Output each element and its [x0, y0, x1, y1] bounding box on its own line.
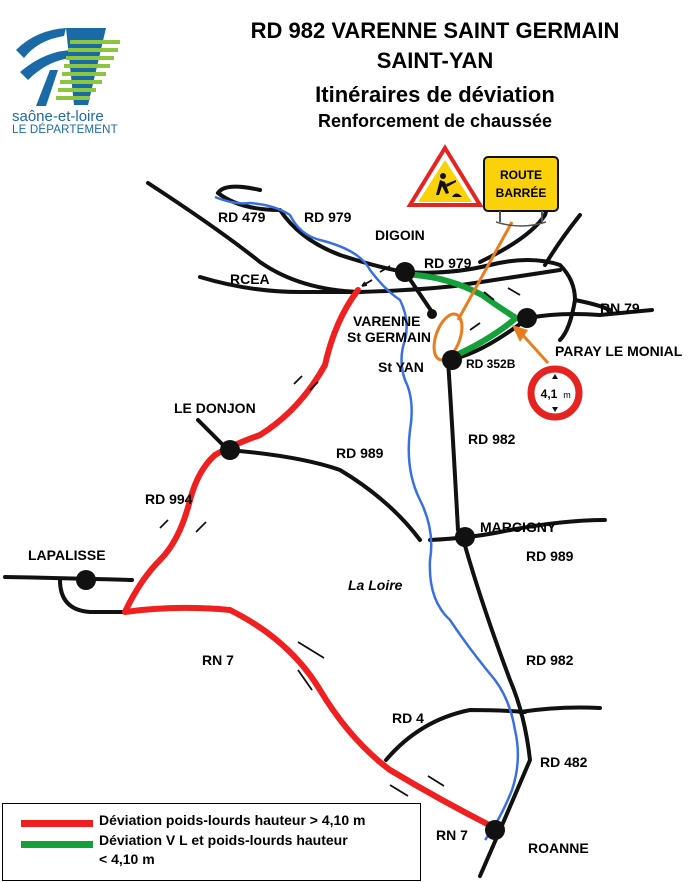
logo-subname: LE DÉPARTEMENT — [12, 124, 118, 136]
legend-red-swatch — [21, 820, 93, 827]
label-rn7-south: RN 7 — [436, 827, 468, 843]
road-rd982-north — [446, 358, 464, 537]
label-st-yan: St YAN — [378, 359, 424, 375]
legend-green-swatch — [21, 841, 93, 848]
marker-le-donjon — [220, 440, 240, 460]
road-north-east2 — [543, 213, 582, 267]
road-rd482 — [518, 705, 602, 714]
label-rd479: RD 479 — [218, 209, 266, 225]
label-rd482: RD 482 — [540, 754, 588, 770]
title-town: SAINT-YAN — [376, 48, 494, 73]
road-rd479 — [216, 184, 262, 195]
road-north-east — [573, 298, 612, 312]
marker-roanne — [485, 820, 505, 840]
closure-arrowhead — [512, 325, 528, 342]
route-barree-line1: ROUTE — [500, 168, 542, 182]
road-north-loop — [478, 203, 550, 264]
road-rd979-west — [216, 191, 407, 274]
road-rd989-west — [226, 448, 422, 542]
marker-st-yan — [442, 350, 462, 370]
roadworks-sign — [406, 144, 484, 207]
legend-green-label-2: < 4,10 m — [99, 851, 155, 867]
logo-name: saône-et-loire — [12, 108, 104, 125]
label-digoin: DIGOIN — [375, 227, 425, 243]
legend-green-label-1: Déviation V L et poids-lourds hauteur — [99, 832, 348, 848]
place-labels: DIGOIN VARENNE St GERMAIN St YAN PARAY L… — [28, 227, 683, 856]
label-rd989-west: RD 989 — [336, 445, 384, 461]
title-detours: Itinéraires de déviation — [315, 82, 555, 107]
route-barree-sign: ROUTE BARRÉE — [483, 156, 559, 227]
label-le-donjon: LE DONJON — [174, 400, 256, 416]
height-limit-sign: 4,1 m — [527, 365, 583, 421]
label-rd994: RD 994 — [145, 491, 193, 507]
title-works: Renforcement de chaussée — [317, 111, 553, 131]
label-varenne-2: St GERMAIN — [347, 329, 431, 345]
height-limit-unit: m — [563, 390, 571, 400]
department-logo — [16, 28, 120, 106]
heavy-detour-route — [122, 287, 498, 831]
label-rd352b: RD 352B — [466, 357, 516, 371]
height-limit-value: 4,1 — [541, 387, 558, 401]
label-rd989-east: RD 989 — [526, 548, 574, 564]
map-legend: Déviation poids-lourds hauteur > 4,10 m … — [2, 803, 421, 881]
direction-arrows — [159, 265, 521, 797]
label-rd979-east: RD 979 — [424, 255, 472, 271]
label-marcigny: MARCIGNY — [480, 519, 557, 535]
logo-emblem — [16, 28, 120, 106]
label-roanne: ROANNE — [528, 840, 589, 856]
marker-lapalisse — [76, 570, 96, 590]
label-rcea: RCEA — [230, 271, 270, 287]
label-varenne-1: VARENNE — [353, 313, 420, 329]
road-lapalisse — [3, 575, 134, 582]
legend-red-label: Déviation poids-lourds hauteur > 4,10 m — [99, 812, 366, 828]
road-labels: RD 479 RD 979 RD 979 RCEA RN 79 RD 352B … — [145, 209, 640, 843]
worker-icon — [436, 173, 462, 197]
road-lapalisse-loop — [58, 578, 126, 614]
road-rd982-south — [460, 533, 532, 832]
marker-digoin — [395, 262, 415, 282]
title-road: RD 982 VARENNE SAINT GERMAIN — [250, 18, 620, 43]
label-rn79: RN 79 — [600, 300, 640, 316]
light-detour-route — [412, 272, 519, 360]
road-rd4 — [384, 708, 527, 762]
label-rd4: RD 4 — [392, 710, 424, 726]
marker-varenne — [427, 309, 437, 319]
route-barree-line2: BARRÉE — [496, 185, 547, 200]
river-loire — [214, 195, 520, 841]
label-paray: PARAY LE MONIAL — [555, 343, 683, 359]
label-rd982-south: RD 982 — [526, 652, 574, 668]
label-rd982-north: RD 982 — [468, 431, 516, 447]
closure-marker — [432, 221, 550, 365]
town-markers — [76, 262, 537, 840]
road-rcea-west — [198, 275, 362, 294]
label-loire: La Loire — [348, 577, 403, 593]
marker-marcigny — [455, 527, 475, 547]
label-rd979-west: RD 979 — [304, 209, 352, 225]
marker-paray — [517, 308, 537, 328]
label-lapalisse: LAPALISSE — [28, 547, 106, 563]
label-rn7-west: RN 7 — [202, 652, 234, 668]
